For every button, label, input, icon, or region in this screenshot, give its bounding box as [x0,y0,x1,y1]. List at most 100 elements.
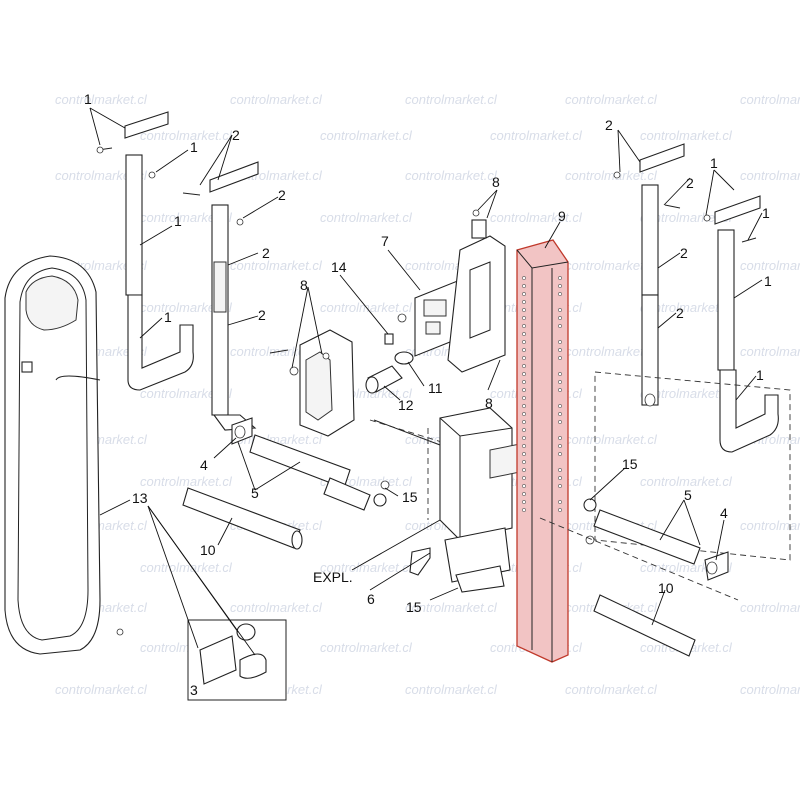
post-hole [558,348,562,352]
post-hole [522,452,526,456]
callout-1: 1 [710,155,718,171]
post-hole [522,380,526,384]
bushing-15-right [583,498,597,512]
post-holes [522,276,562,512]
watermark-text: controlmarket.cl [640,474,733,489]
watermark-text: controlmarket.cl [320,128,413,143]
callout-1: 1 [174,213,182,229]
post-hole [522,468,526,472]
watermark-text: controlmarket.cl [320,640,413,655]
watermark-text: controlmarket.cl [55,682,148,697]
watermark-text: controlmarket.cl [640,210,733,225]
callout-14: 14 [331,259,347,275]
board-chip [423,299,447,317]
post-hole [522,324,526,328]
callout-8: 8 [300,277,308,293]
post-hole [522,300,526,304]
callout-2: 2 [676,305,684,321]
post-hole [558,276,562,280]
post-hole [522,460,526,464]
motor-bottom [455,565,505,593]
cover-inner-edge [17,267,89,641]
post-hole [522,284,526,288]
watermark-text: controlmarket.cl [490,128,583,143]
shaft-5-right [593,509,701,565]
cover-shell [4,255,101,655]
release-key-6 [409,547,431,576]
post-hole [558,308,562,312]
watermark-text: controlmarket.cl [230,600,323,615]
callout-1: 1 [84,91,92,107]
callout-5: 5 [684,487,692,503]
callout-8: 8 [485,395,493,411]
callout-10: 10 [200,542,216,558]
watermark-text: controlmarket.cl [140,386,233,401]
expl-label: EXPL. [313,569,353,585]
board-led [397,313,407,323]
callout-11: 11 [428,380,443,396]
arm-1-upper [125,154,143,296]
post-hole [558,476,562,480]
callout-2: 2 [258,307,266,323]
callout-6: 6 [367,591,375,607]
control-board [397,209,506,373]
callout-12: 12 [398,397,414,413]
small-components [365,333,414,394]
watermark-text: controlmarket.cl [320,560,413,575]
watermark-text: controlmarket.cl [55,92,148,107]
post-hole [558,340,562,344]
watermark-text: controlmarket.cl [230,258,323,273]
watermark-text: controlmarket.cl [740,682,800,697]
post-hole [558,468,562,472]
post-hole [558,372,562,376]
arm-end-plate [124,111,169,139]
watermark-text: controlmarket.cl [640,386,733,401]
callout-4: 4 [200,457,208,473]
component-11 [394,351,414,365]
right-arm-2-lower [641,294,659,406]
screw-set [96,146,244,226]
post-hole [558,412,562,416]
post-hole [558,484,562,488]
shaft-5-end [323,477,371,511]
watermark-text: controlmarket.cl [140,210,233,225]
callout-15: 15 [406,599,422,615]
bracket-screw [472,209,480,217]
post-hole [522,436,526,440]
arm-1-curve [127,294,194,391]
inset-part-3 [187,619,287,701]
bracket-nut-2 [322,352,330,360]
post-hole [522,292,526,296]
callout-1: 1 [764,273,772,289]
post-hole [558,324,562,328]
post-hole [522,476,526,480]
post-hole [522,348,526,352]
left-arm-assembly [96,111,259,431]
post-hole [522,316,526,320]
inset-cap [239,653,267,679]
post-hole [558,316,562,320]
watermark-text: controlmarket.cl [320,210,413,225]
post-hole [558,452,562,456]
bushing-15-left [373,493,387,507]
callout-2: 2 [232,127,240,143]
callout-2: 2 [686,175,694,191]
right-arm-1 [717,229,735,371]
bracket-nut [289,366,299,376]
post-hole [522,484,526,488]
mounting-bracket-7 [447,235,506,373]
post-hole [522,332,526,336]
right-shafts [373,480,739,657]
shaft-10-end [291,530,303,550]
post-hole [522,492,526,496]
post-hole [522,412,526,416]
watermark-text: controlmarket.cl [740,168,800,183]
watermark-text: controlmarket.cl [490,210,583,225]
watermark-text: controlmarket.cl [740,92,800,107]
bracket-left [269,329,355,437]
post-hole [558,356,562,360]
callout-numbers: 1 1 1 1 2 2 2 2 3 4 5 6 7 8 8 8 9 10 10 … [84,91,772,698]
post-hole [558,284,562,288]
